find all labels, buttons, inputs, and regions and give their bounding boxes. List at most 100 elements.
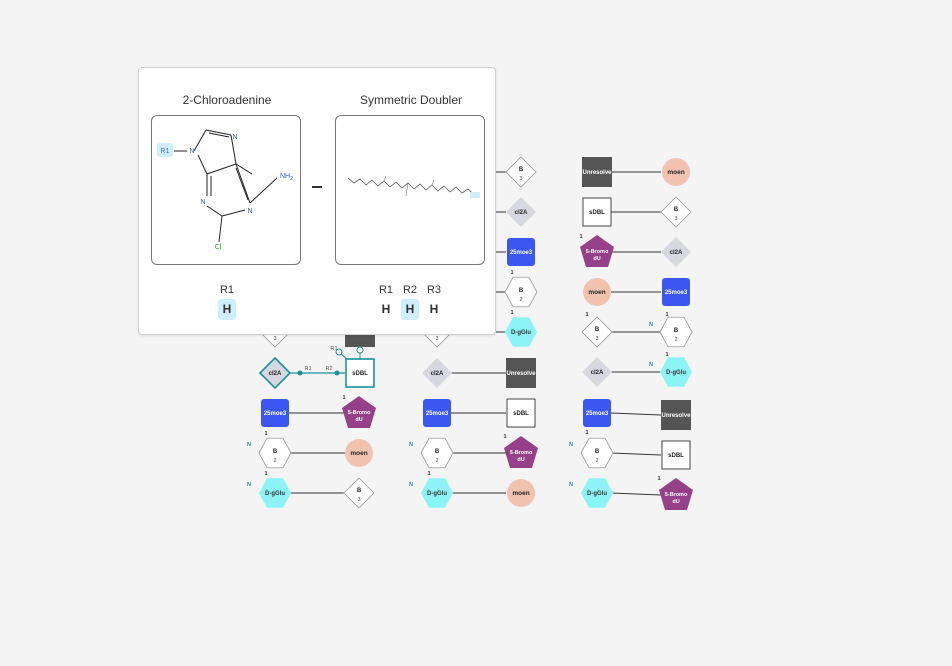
monomer-moen[interactable]: moen (662, 158, 690, 186)
monomer-cl2a[interactable]: cl2A (582, 357, 612, 387)
monomer-label: sDBL (589, 210, 605, 216)
monomer-sdbl[interactable]: sDBL (661, 440, 691, 470)
attachment-marker: 1 (585, 430, 588, 436)
monomer-number: 3 (273, 336, 276, 342)
monomer-bhex[interactable]: B2 (420, 437, 454, 469)
atom-nh2-label: NH2 (280, 173, 293, 182)
monomer-label: sDBL (352, 371, 368, 377)
attachment-marker: N (409, 482, 413, 488)
monomer-bhex[interactable]: B2 (258, 437, 292, 469)
monomer-bdiamond[interactable]: B3 (343, 477, 375, 509)
monomer-number: 3 (435, 336, 438, 342)
atom-cl-label: Cl (215, 244, 222, 251)
monomer-bhex[interactable]: B2 (504, 276, 538, 308)
monomer-number: 2 (595, 458, 598, 464)
monomer-label: moen (512, 490, 529, 497)
monomer-label: 25moe3 (510, 250, 533, 256)
atom-n7-label: N (232, 134, 237, 141)
monomer-bond[interactable] (610, 452, 662, 456)
monomer-dglu[interactable]: D-gGlu (505, 317, 537, 347)
monomer-label: D-gGlu (587, 491, 607, 497)
monomer-label: D-gGlu (265, 491, 285, 497)
monomer-label: B (674, 207, 679, 213)
monomer-number: 3 (674, 216, 677, 222)
atom-n9-label: N (189, 148, 194, 155)
monomer-label: sDBL (513, 411, 529, 417)
left-rgroup-1-label: R1 (219, 284, 235, 296)
monomer-number: 3 (357, 497, 360, 503)
atom-n1-label: N (247, 208, 252, 215)
right-rgroup-1-label: R1 (378, 284, 394, 296)
monomer-dglu[interactable]: D-gGlu (660, 357, 692, 387)
monomer-label: B (595, 449, 600, 455)
left-rgroup-1-value: H (218, 299, 236, 320)
attachment-point[interactable] (334, 370, 340, 376)
attachment-label-r1: R1 (304, 366, 311, 372)
monomer-label: moen (667, 169, 684, 176)
monomer-moe3[interactable]: 25moe3 (423, 399, 451, 427)
monomer-moen[interactable]: moen (583, 278, 611, 306)
monomer-moen[interactable]: moen (507, 479, 535, 507)
monomer-label: sDBL (668, 453, 684, 459)
right-rgroup-2-value: H (401, 299, 419, 320)
monomer-cl2a[interactable]: cl2A (661, 237, 691, 267)
monomer-number: 3 (595, 336, 598, 342)
attachment-marker: 1 (427, 471, 430, 477)
monomer-label: cl2A (269, 371, 282, 377)
attachment-marker: 1 (665, 352, 668, 358)
monomer-sdbl[interactable]: sDBL (506, 398, 536, 428)
monomer-label: B (519, 167, 524, 173)
monomer-cl2a[interactable]: cl2A (506, 197, 536, 227)
right-rgroup-3-label: R3 (426, 284, 442, 296)
monomer-sdbl[interactable]: sDBL (345, 358, 375, 388)
attachment-marker: 1 (579, 234, 582, 240)
monomer-label: B (357, 488, 362, 494)
monomer-bdiamond[interactable]: B3 (660, 196, 692, 228)
monomer-unresolved[interactable]: Unresolve (661, 400, 691, 430)
monomer-bhex[interactable]: B2 (580, 437, 614, 469)
monomer-label: D-gGlu (666, 370, 686, 376)
monomer-moe3[interactable]: 25moe3 (662, 278, 690, 306)
attachment-point[interactable] (297, 370, 303, 376)
monomer-label: B (595, 327, 600, 333)
symmetric-doubler-structure (335, 115, 485, 265)
attachment-marker: 1 (657, 476, 660, 482)
monomer-dglu[interactable]: D-gGlu (581, 478, 613, 508)
monomer-moe3[interactable]: 25moe3 (583, 399, 611, 427)
monomer-bhex[interactable]: B2 (659, 316, 693, 348)
right-monomer-title: Symmetric Doubler (359, 93, 463, 107)
attachment-point[interactable] (335, 348, 343, 356)
monomer-bdiamond[interactable]: B3 (581, 316, 613, 348)
monomer-label: dU (593, 256, 600, 262)
monomer-sdbl[interactable]: sDBL (582, 197, 612, 227)
monomer-bond[interactable] (610, 492, 662, 496)
attachment-marker: 1 (510, 310, 513, 316)
monomer-moe3[interactable]: 25moe3 (261, 399, 289, 427)
monomer-number: 3 (519, 176, 522, 182)
monomer-label: moen (350, 450, 367, 457)
atom-r1-label: R1 (161, 148, 170, 155)
attachment-marker: N (649, 362, 653, 368)
monomer-moen[interactable]: moen (345, 439, 373, 467)
attachment-point[interactable] (356, 346, 364, 354)
monomer-label: 5-Bromo (348, 410, 371, 416)
attachment-marker: N (409, 442, 413, 448)
monomer-bond[interactable] (610, 412, 662, 416)
monomer-number: 2 (273, 458, 276, 464)
left-monomer-title: 2-Chloroadenine (182, 93, 272, 107)
monomer-unresolved[interactable]: Unresolve (582, 157, 612, 187)
monomer-bdiamond[interactable]: B3 (505, 156, 537, 188)
monomer-unresolved[interactable]: Unresolve (506, 358, 536, 388)
monomer-label: 25moe3 (665, 290, 688, 296)
monomer-dglu[interactable]: D-gGlu (259, 478, 291, 508)
monomer-cl2a[interactable]: cl2A (422, 358, 452, 388)
monomer-dglu[interactable]: D-gGlu (421, 478, 453, 508)
monomer-moe3[interactable]: 25moe3 (507, 238, 535, 266)
attachment-marker: 1 (585, 312, 588, 318)
monomer-cl2a[interactable]: cl2A (258, 356, 292, 390)
